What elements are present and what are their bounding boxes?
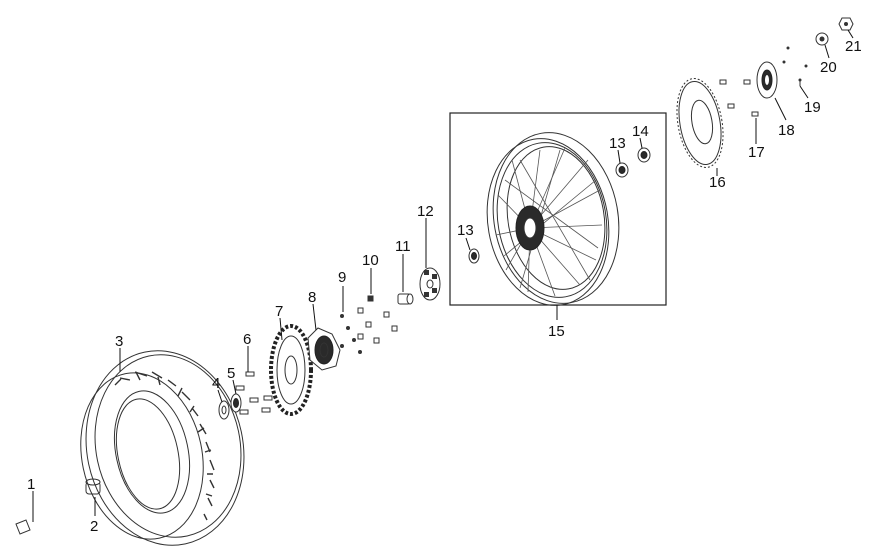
sprocket-icon — [269, 324, 313, 416]
callout-21: 21 — [845, 38, 862, 55]
spacer-icon — [815, 32, 829, 46]
callout-2: 2 — [90, 518, 98, 535]
tone-ring-icon — [756, 61, 778, 99]
hub-flange-icon — [307, 327, 341, 371]
callout-16: 16 — [709, 174, 726, 191]
callout-13-left: 13 — [457, 222, 474, 239]
callout-labels: 1 2 3 4 5 6 7 8 9 10 11 12 13 13 14 15 1… — [27, 38, 862, 535]
callout-20: 20 — [820, 59, 837, 76]
callout-12: 12 — [417, 203, 434, 220]
brake-disc-icon — [676, 78, 724, 168]
bolt-icon — [235, 371, 273, 415]
callout-14: 14 — [632, 123, 649, 140]
callout-18: 18 — [778, 122, 795, 139]
spoked-wheel-icon — [486, 132, 620, 306]
callout-15: 15 — [548, 323, 565, 340]
callout-8: 8 — [308, 289, 316, 306]
nut-icon — [340, 314, 362, 354]
callout-4: 4 — [212, 375, 220, 392]
callout-13-right: 13 — [609, 135, 626, 152]
callout-1: 1 — [27, 476, 35, 493]
callout-10: 10 — [362, 252, 379, 269]
cushion-icon — [419, 267, 441, 301]
callout-17: 17 — [748, 144, 765, 161]
callout-3: 3 — [115, 333, 123, 350]
nut-icon — [838, 17, 854, 31]
bearing-icon — [468, 147, 651, 264]
callout-5: 5 — [227, 365, 235, 382]
callout-9: 9 — [338, 269, 346, 286]
leader-lines — [32, 29, 854, 522]
callout-11: 11 — [395, 238, 411, 255]
tire-icon — [80, 350, 245, 546]
callout-19: 19 — [804, 99, 821, 116]
callout-6: 6 — [243, 331, 251, 348]
nut-icon — [357, 295, 398, 344]
callout-7: 7 — [275, 303, 283, 320]
spacer-icon — [397, 293, 414, 305]
bolt-icon — [782, 46, 808, 86]
bolt-icon — [719, 79, 759, 117]
